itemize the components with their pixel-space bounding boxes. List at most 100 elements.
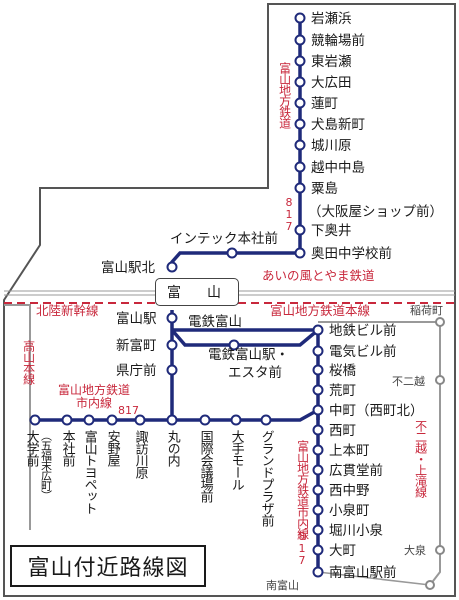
- station-dot-jokawara: [294, 139, 306, 151]
- station-label: 電気ビル前: [329, 343, 397, 360]
- station-dot-toyopet: [83, 414, 95, 426]
- station-dot-minami-toyama-ekimae: [312, 566, 324, 578]
- station-dot-awajima: [294, 182, 306, 194]
- line-number-shinai-south: 817: [295, 530, 309, 566]
- station-label: 粟島: [311, 181, 338, 197]
- station-label: 西中野: [329, 483, 370, 499]
- station-label: 大町: [329, 543, 356, 559]
- station-dot-horikawa: [312, 524, 324, 536]
- station-label-west-0: 大学前: [23, 430, 39, 466]
- tram-center: [172, 408, 319, 422]
- line-label-shinai: 富山地方鉄道 市内線: [58, 384, 130, 409]
- minami-toyama-link: [317, 571, 431, 586]
- station-label: 犬島新町: [311, 117, 365, 133]
- line-number-shinai: 817: [118, 404, 139, 417]
- station-dot-nishimachi: [312, 424, 324, 436]
- station-label: 城川原: [311, 138, 352, 154]
- toyama-hub-box: 富 山: [155, 278, 239, 306]
- station-label-west-1: 本社前: [59, 430, 75, 466]
- station-label: 堀川小泉: [329, 522, 383, 539]
- station-label: 電鉄富山駅・: [208, 346, 289, 363]
- station-dot-okuda: [294, 247, 306, 259]
- station-label-kokusai: 国際会議場前: [197, 430, 213, 502]
- station-dot-koizumi: [312, 504, 324, 516]
- station-label: 桜橋: [329, 363, 356, 379]
- station-label-ote: 大手モール: [228, 430, 244, 490]
- station-label: インテック本社前: [170, 230, 278, 247]
- station-dot-honsha: [61, 414, 73, 426]
- station-dot-inarimachi: [435, 317, 445, 327]
- station-label: 富山駅北: [101, 259, 155, 276]
- station-dot-marunouchi: [166, 414, 178, 426]
- line-label-ainokaze: あいの風とやま鉄道: [262, 268, 375, 283]
- station-dot-kencho: [166, 364, 178, 376]
- station-dot-kamihonmachi: [312, 444, 324, 456]
- station-label: 南富山駅前: [329, 564, 397, 581]
- station-dot-kokando: [312, 464, 324, 476]
- station-dot-nishinakano: [312, 484, 324, 496]
- station-dot-aramachi: [312, 384, 324, 396]
- station-dot-toyama: [166, 312, 178, 324]
- station-dot-shimookui: [294, 224, 306, 236]
- map-title-box: 富山付近路線図: [10, 545, 206, 587]
- line-label-shinai-line: 市内線: [76, 395, 113, 410]
- station-dot-nakamachi: [312, 404, 324, 416]
- station-label: 小泉町: [329, 502, 370, 519]
- station-label-gray: 不二越: [392, 374, 425, 388]
- line-label-shinkansen: 北陸新幹線: [36, 303, 99, 318]
- station-label: 荒町: [329, 383, 356, 399]
- station-label-grand: グランドプラザ前: [258, 430, 274, 526]
- station-label-gray: 大泉: [404, 543, 426, 557]
- map-frame: [3, 3, 456, 597]
- station-dot-etchu-nakajima: [294, 161, 306, 173]
- line-label-fujikoshi: 不二越・上滝線: [413, 420, 428, 497]
- station-dot-annoya: [106, 414, 118, 426]
- station-label-west-4: 諏訪川原: [132, 430, 148, 478]
- station-label: 広貫堂前: [329, 462, 383, 479]
- station-label: 中町（西町北）: [329, 403, 424, 419]
- station-label: 岩瀬浜: [311, 11, 352, 27]
- station-dot-fujikoshi: [435, 375, 445, 385]
- station-label-marunouchi: 丸の内: [164, 430, 180, 466]
- fujikoshi-line: [429, 322, 441, 586]
- station-label: （大阪屋ショップ前）: [308, 203, 443, 220]
- station-label-west-sub: （五福末広町）: [39, 430, 53, 500]
- station-dot-toyama-kita: [166, 261, 178, 273]
- line-label-takayama: 高山本線: [21, 340, 36, 384]
- station-label: 大広田: [311, 75, 352, 91]
- station-dot-dentetsu-esta: [228, 339, 240, 351]
- station-dot-grand: [260, 414, 272, 426]
- station-label-gray: 稲荷町: [410, 304, 443, 317]
- line-label-honsen: 富山地方鉄道本線: [270, 303, 371, 318]
- station-label: 奥田中学校前: [311, 245, 392, 262]
- station-dots: [29, 12, 324, 578]
- station-label-west-3: 安野屋: [104, 430, 120, 466]
- station-label: 電鉄富山: [188, 313, 242, 330]
- line-number-portram: 817: [282, 196, 296, 232]
- station-dot-kokusai: [199, 414, 211, 426]
- station-label: 競輪場前: [311, 32, 365, 49]
- takayama-line: [4, 304, 31, 530]
- station-label: 西町: [329, 423, 356, 439]
- station-dot-inujima: [294, 118, 306, 130]
- station-dot-denki: [312, 345, 324, 357]
- map-title: 富山付近路線図: [27, 556, 189, 581]
- line-label-shinai-name: 富山地方鉄道: [58, 383, 131, 397]
- station-dot-higashi-iwase: [294, 55, 306, 67]
- line-label-shinai-south: 富山地方鉄道市内線: [295, 440, 310, 539]
- station-label: 上本町: [329, 443, 370, 459]
- station-label: 蓮町: [311, 96, 338, 112]
- station-dot-shintomicho: [166, 339, 178, 351]
- station-dot-ote: [230, 414, 242, 426]
- station-dot-omachi: [312, 544, 324, 556]
- station-dot-sakurabashi: [312, 364, 324, 376]
- station-dot-suwagawara: [134, 414, 146, 426]
- station-dot-iwasehama: [294, 12, 306, 24]
- station-dot-dentetsu-toyama: [312, 324, 324, 336]
- station-dot-hasumachi: [294, 97, 306, 109]
- station-label: 下奥井: [311, 222, 352, 239]
- station-dot-intek: [226, 247, 238, 259]
- station-label: 新富町: [116, 337, 157, 354]
- station-dot-keirinjo: [294, 34, 306, 46]
